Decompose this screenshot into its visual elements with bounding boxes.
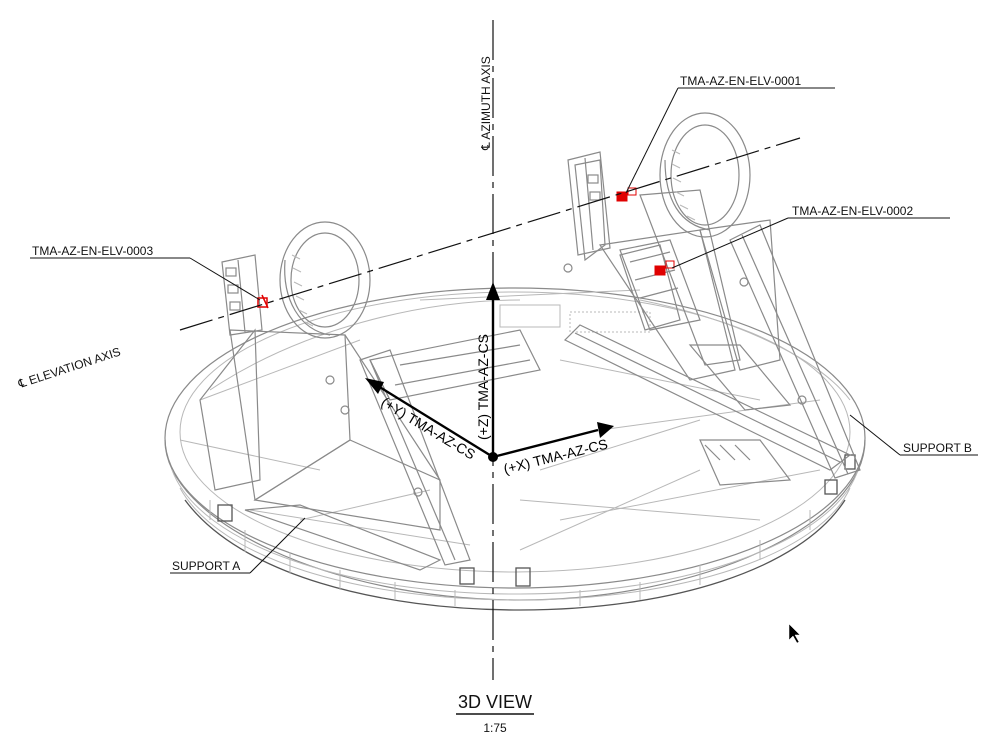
support-a-structure <box>199 221 471 571</box>
sensor-0003-icon <box>257 294 269 309</box>
elevation-axis-label: ℄ ELEVATION AXIS <box>16 345 123 392</box>
support-a-label: SUPPORT A <box>172 559 240 573</box>
view-title: 3D VIEW <box>458 692 532 712</box>
support-b-structure <box>563 112 861 479</box>
elevation-axis-line <box>179 137 801 331</box>
sensor-0003-label: TMA-AZ-EN-ELV-0003 <box>32 244 153 258</box>
view-scale: 1:75 <box>483 721 507 735</box>
azimuth-axis-label: ℄ AZIMUTH AXIS <box>479 56 493 151</box>
mouse-cursor-icon <box>788 623 801 644</box>
sensor-0002-icon <box>654 260 675 276</box>
center-structure <box>369 324 852 486</box>
z-axis-label: (+Z) TMA-AZ-CS <box>475 334 491 440</box>
sensor-0002-label: TMA-AZ-EN-ELV-0002 <box>792 204 913 218</box>
azimuth-platform <box>164 287 866 611</box>
deck-panels <box>179 289 851 551</box>
origin-dot <box>488 452 498 462</box>
leader-lines <box>30 87 978 574</box>
coordinate-system <box>365 282 614 462</box>
support-b-label: SUPPORT B <box>903 441 972 455</box>
sensor-0001-label: TMA-AZ-EN-ELV-0001 <box>680 74 801 88</box>
